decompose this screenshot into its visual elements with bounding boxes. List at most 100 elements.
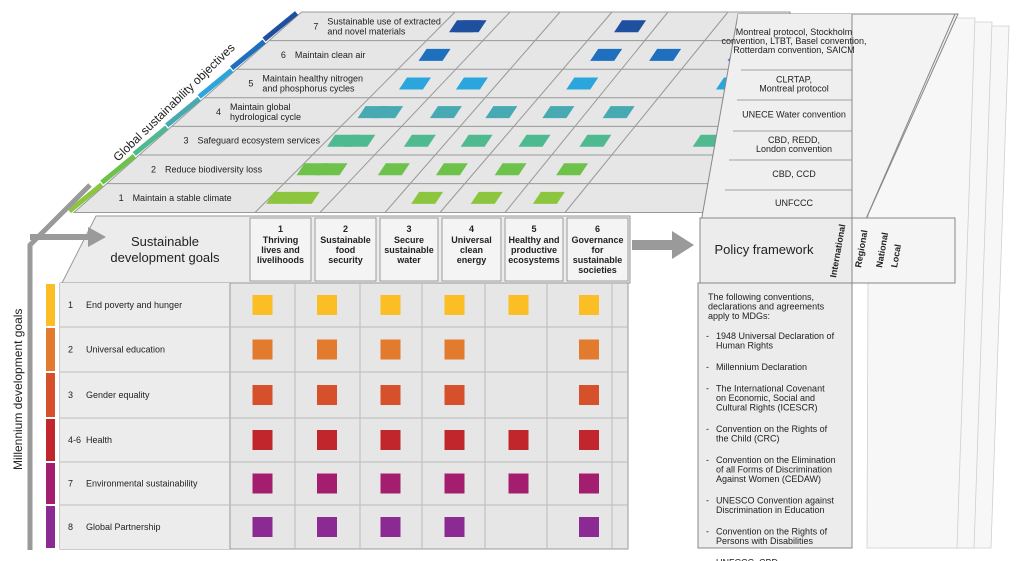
mdg-mark bbox=[444, 517, 465, 537]
sdg-column-label-line: Sustainable bbox=[320, 235, 371, 245]
mdg-color-strip bbox=[46, 284, 55, 326]
sdg-column-label-line: Secure bbox=[394, 235, 424, 245]
objective-color-strip bbox=[67, 182, 104, 214]
flow-arrows bbox=[27, 183, 694, 550]
objectives-left-arrow bbox=[27, 183, 92, 550]
mdg-mark bbox=[317, 430, 337, 450]
mdg-color-strip bbox=[46, 373, 55, 417]
objective-label: Maintain a stable climate bbox=[133, 193, 232, 203]
policy-mdg-bullet: - bbox=[706, 424, 709, 434]
objective-number: 4 bbox=[216, 107, 221, 117]
mdg-mark bbox=[317, 385, 337, 405]
mdg-mark bbox=[252, 295, 273, 315]
mdg-color-strip bbox=[46, 463, 55, 504]
convention-text-line: Montreal protocol bbox=[759, 84, 829, 94]
policy-level-label: Local bbox=[889, 243, 903, 268]
convention-text: UNECE Water convention bbox=[742, 110, 846, 120]
convention-text-line: convention, LTBT, Basel convention, bbox=[722, 36, 867, 46]
sdg-column-number: 6 bbox=[595, 224, 600, 234]
convention-text-line: UNFCCC bbox=[775, 198, 813, 208]
objective-label: Reduce biodiversity loss bbox=[165, 164, 263, 174]
objectives-column-divider bbox=[384, 11, 561, 213]
mdg-mark bbox=[579, 295, 599, 315]
objective-number: 3 bbox=[183, 136, 188, 146]
policy-mdg-intro: The following conventions,declarations a… bbox=[708, 292, 825, 321]
objectives-column-divider bbox=[254, 11, 456, 213]
objective-mark bbox=[602, 106, 635, 119]
convention-text-line: CBD, REDD, bbox=[768, 135, 820, 145]
objective-mark bbox=[315, 163, 348, 176]
sdg-column-label-line: food bbox=[336, 245, 356, 255]
policy-arrowhead bbox=[672, 231, 694, 259]
objective-mark bbox=[614, 20, 647, 33]
policy-mdg-item-line: the Child (CRC) bbox=[716, 434, 780, 444]
sdg-column-label-line: for bbox=[592, 245, 604, 255]
mdg-mark bbox=[444, 295, 465, 315]
sdg-column-box bbox=[441, 217, 502, 282]
objective-number: 5 bbox=[248, 79, 253, 89]
objective-mark bbox=[454, 20, 487, 33]
policy-mdg-intro-line: apply to MDGs: bbox=[708, 311, 770, 321]
objective-color-strip bbox=[262, 11, 299, 42]
convention-text-line: London convention bbox=[756, 144, 832, 154]
objectives-column-divider bbox=[439, 11, 613, 213]
objective-label-line: hydrological cycle bbox=[230, 112, 301, 122]
convention-text-line: CLRTAP, bbox=[776, 75, 812, 85]
objective-label-line: and phosphorus cycles bbox=[262, 84, 355, 94]
mdg-mark bbox=[380, 473, 401, 494]
policy-mdg-item-line: Millennium Declaration bbox=[716, 362, 807, 372]
mdg-mark bbox=[252, 517, 273, 537]
mdg-mark bbox=[317, 339, 337, 360]
mdg-mark bbox=[444, 430, 465, 450]
policy-mdg-item-line: Against Women (CEDAW) bbox=[716, 474, 821, 484]
sdg-column-label-line: security bbox=[328, 255, 363, 265]
objective-mark bbox=[418, 48, 451, 61]
objective-label-line: Maintain global bbox=[230, 102, 291, 112]
policy-mdg-item-line: Convention on the Rights of bbox=[716, 424, 828, 434]
convention-text: CLRTAP,Montreal protocol bbox=[759, 75, 829, 94]
mdg-number: 7 bbox=[68, 479, 73, 489]
sdg-column-label-line: water bbox=[396, 255, 421, 265]
sdg-column-number: 1 bbox=[278, 224, 283, 234]
sdg-title-line: Sustainable bbox=[131, 234, 199, 249]
sdg-column-label-line: ecosystems bbox=[508, 255, 560, 265]
mdg-mark bbox=[508, 430, 529, 450]
policy-mdg-item-line: of all Forms of Discrimination bbox=[716, 465, 832, 475]
convention-text-line: UNECE Water convention bbox=[742, 110, 846, 120]
mdg-mark bbox=[317, 473, 337, 494]
policy-mdg-item-line: Convention on the Rights of bbox=[716, 527, 828, 537]
policy-mdg-bullet: - bbox=[706, 384, 709, 394]
objective-number: 6 bbox=[281, 50, 286, 60]
mdg-label: Environmental sustainability bbox=[86, 479, 198, 489]
objective-mark bbox=[411, 191, 444, 204]
objective-mark bbox=[429, 106, 462, 119]
mdg-title: Millennium development goals bbox=[11, 309, 25, 470]
mdg-number: 8 bbox=[68, 522, 73, 532]
mdg-mark bbox=[252, 473, 273, 494]
sdg-column-label-line: energy bbox=[457, 255, 487, 265]
sdg-column-label-line: societies bbox=[578, 265, 617, 275]
mdg-number: 1 bbox=[68, 300, 73, 310]
policy-mdg-item-line: Persons with Disabilities bbox=[716, 536, 814, 546]
policy-mdg-item-line: UNESCO Convention against bbox=[716, 496, 835, 506]
objective-mark bbox=[460, 134, 493, 147]
policy-arrow-shaft bbox=[632, 240, 674, 250]
convention-text-line: Montreal protocol, Stockholm bbox=[736, 27, 853, 37]
objective-label-line: and novel materials bbox=[327, 26, 406, 36]
objective-color-strip bbox=[132, 125, 169, 156]
mdg-mark bbox=[579, 517, 599, 537]
